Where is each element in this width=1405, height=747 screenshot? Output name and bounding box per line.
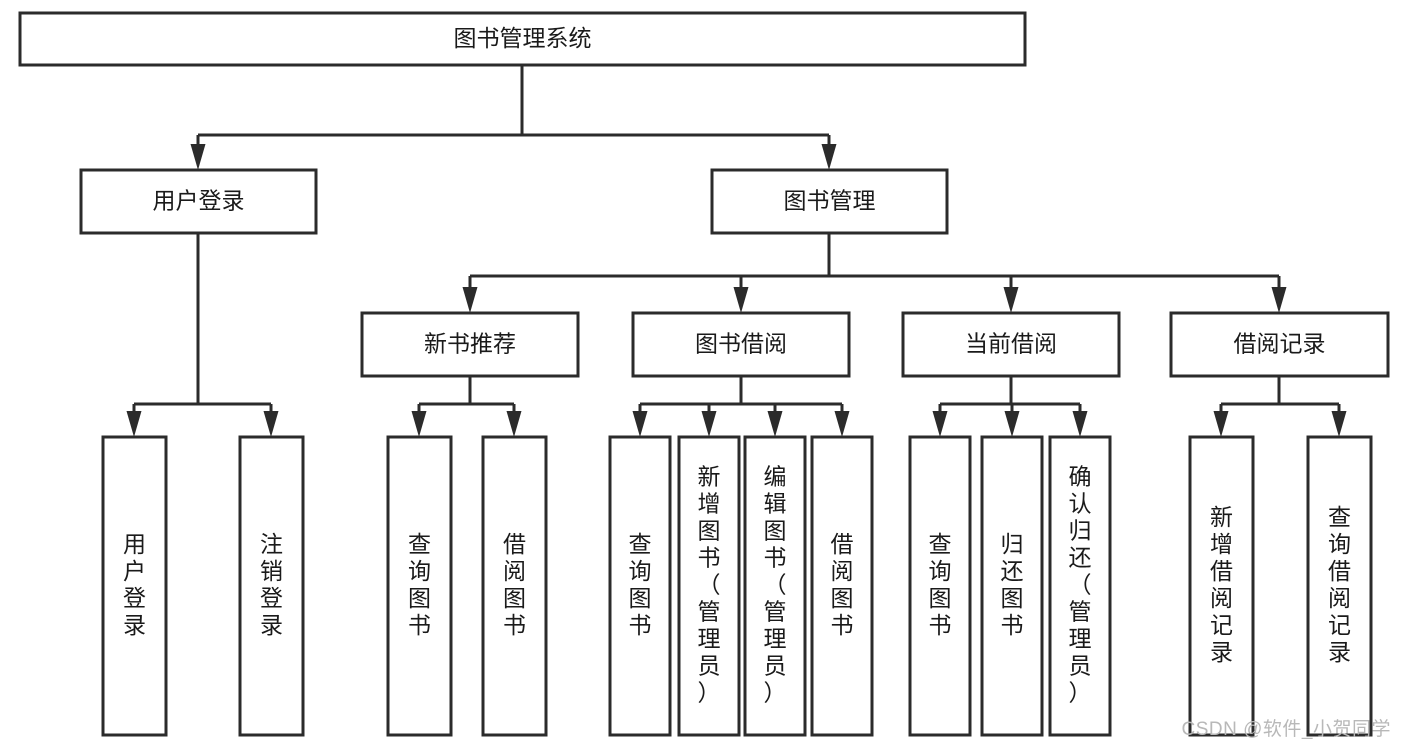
leaf-leaf-logout[interactable]: 注销登录	[238, 435, 305, 737]
node-label: 新书推荐	[424, 331, 516, 357]
connector-bus-book-management	[462, 233, 1287, 313]
leaf-leaf-query-book-2[interactable]: 查询图书	[608, 435, 672, 737]
leaf-leaf-confirm-return[interactable]: 确认归还（管理员）	[1048, 435, 1112, 737]
leaf-label: 用户登录	[123, 531, 146, 638]
leaf-label: 借阅图书	[831, 531, 854, 638]
leaf-leaf-query-book-3[interactable]: 查询图书	[908, 435, 972, 737]
node-label: 借阅记录	[1234, 331, 1326, 357]
leaf-label: 查询借阅记录	[1328, 504, 1351, 665]
node-book-management[interactable]: 图书管理	[710, 168, 949, 235]
leaf-leaf-borrow-book-2[interactable]: 借阅图书	[810, 435, 874, 737]
connector-bus-root	[190, 65, 837, 170]
leaf-leaf-query-book-1[interactable]: 查询图书	[386, 435, 453, 737]
connector-bus-borrow-record	[1213, 376, 1347, 437]
connector-layer	[126, 65, 1347, 437]
node-book-borrow[interactable]: 图书借阅	[631, 311, 851, 378]
node-root-system[interactable]: 图书管理系统	[18, 11, 1027, 67]
leaf-label: 新增图书（管理员）	[698, 464, 721, 706]
node-label: 图书借阅	[695, 331, 787, 357]
leaf-leaf-query-record[interactable]: 查询借阅记录	[1306, 435, 1373, 737]
node-layer: 图书管理系统用户登录图书管理新书推荐图书借阅当前借阅借阅记录用户登录注销登录查询…	[18, 11, 1390, 737]
leaf-label: 查询图书	[408, 531, 431, 638]
connector-bus-new-book	[411, 376, 522, 437]
node-borrow-record[interactable]: 借阅记录	[1169, 311, 1390, 378]
leaf-label: 查询图书	[929, 531, 952, 638]
connector-bus-book-borrow	[632, 376, 850, 437]
leaf-leaf-add-book-admin[interactable]: 新增图书（管理员）	[677, 435, 741, 737]
node-new-book-recommend[interactable]: 新书推荐	[360, 311, 580, 378]
node-label: 当前借阅	[965, 331, 1057, 357]
node-user-login[interactable]: 用户登录	[79, 168, 318, 235]
node-label: 用户登录	[153, 188, 245, 214]
node-label: 图书管理系统	[454, 25, 592, 51]
leaf-label: 注销登录	[260, 531, 283, 638]
leaf-label: 确认归还（管理员）	[1069, 464, 1092, 706]
node-label: 图书管理	[784, 188, 876, 214]
leaf-label: 查询图书	[629, 531, 652, 638]
leaf-leaf-borrow-book-1[interactable]: 借阅图书	[481, 435, 548, 737]
leaf-label: 借阅图书	[503, 531, 526, 638]
leaf-label: 归还图书	[1001, 531, 1024, 638]
leaf-leaf-edit-book-admin[interactable]: 编辑图书（管理员）	[743, 435, 807, 737]
leaf-label: 新增借阅记录	[1210, 504, 1233, 665]
node-current-borrow[interactable]: 当前借阅	[901, 311, 1121, 378]
leaf-leaf-user-login[interactable]: 用户登录	[101, 435, 168, 737]
leaf-label: 编辑图书（管理员）	[764, 464, 787, 706]
leaf-leaf-add-record[interactable]: 新增借阅记录	[1188, 435, 1255, 737]
connector-bus-user-login	[126, 233, 279, 437]
leaf-leaf-return-book[interactable]: 归还图书	[980, 435, 1044, 737]
connector-bus-current-borrow	[932, 376, 1088, 437]
